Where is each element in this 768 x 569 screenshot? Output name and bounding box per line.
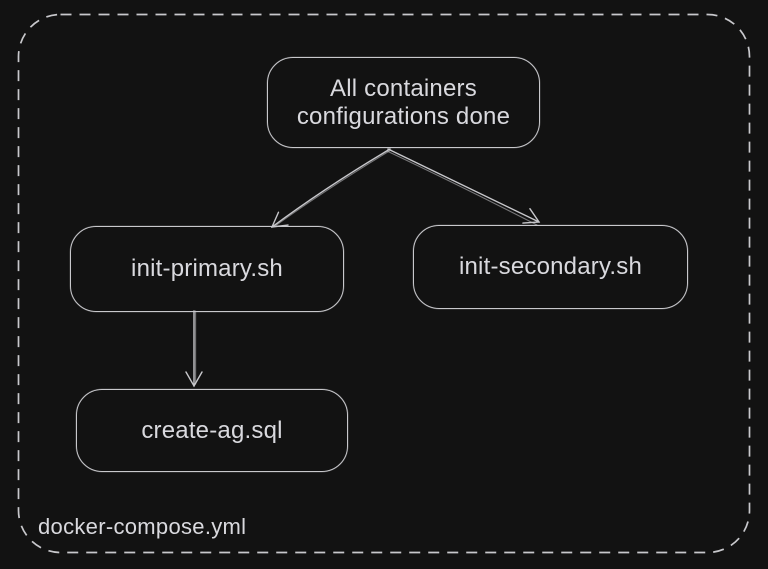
node-label: All containers configurations done (296, 74, 511, 130)
node-init-primary-sh: init-primary.sh (70, 226, 344, 312)
node-all-containers-configurations-done: All containers configurations done (267, 57, 540, 148)
node-init-secondary-sh: init-secondary.sh (413, 225, 688, 309)
edge-root-to-init-primary (270, 148, 392, 228)
frame-border (17, 13, 751, 554)
node-label: init-secondary.sh (458, 253, 643, 281)
edge-init-primary-to-create-ag (185, 310, 203, 388)
node-label: init-primary.sh (131, 255, 283, 283)
edge-root-to-init-secondary (386, 148, 541, 226)
node-create-ag-sql: create-ag.sql (76, 389, 348, 472)
frame-label-docker-compose-yml: docker-compose.yml (38, 514, 247, 539)
node-label: create-ag.sql (141, 416, 283, 444)
